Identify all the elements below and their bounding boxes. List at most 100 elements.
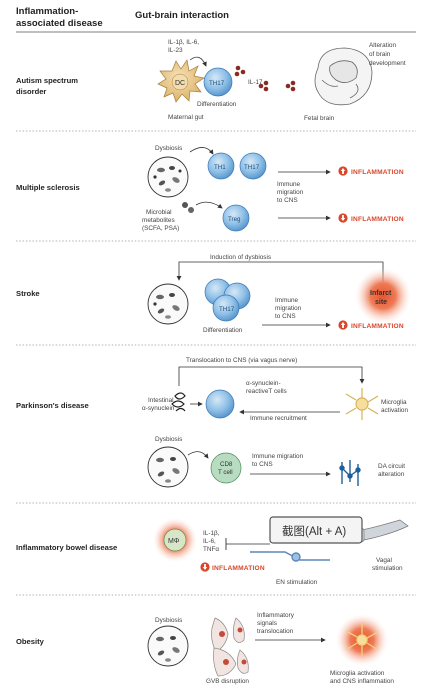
parkinsons-dysbiosis: Dysbiosis [155, 436, 182, 443]
microglia-cell [345, 388, 379, 420]
obesity-microglia-line1: Microglia activation [330, 670, 385, 677]
stroke-induction: Induction of dysbiosis [210, 254, 271, 261]
ms-gut [147, 156, 189, 198]
ms-inflammation-down: INFLAMMATION [351, 216, 404, 223]
autism-cytokines-line1: IL-1β, IL-6, [168, 39, 199, 46]
parkinsons-da-line2: alteration [378, 471, 405, 478]
autism-th17-label: TH17 [209, 80, 225, 87]
parkinsons-migration-line2: to CNS [252, 461, 273, 468]
ibd-disease: Inflammatory bowel disease [16, 543, 117, 552]
obesity-signals-line2: signals [257, 620, 277, 627]
autism-cytokines-line2: IL-23 [168, 47, 183, 54]
ms-disease: Multiple sclerosis [16, 183, 80, 192]
section-dividers [16, 130, 416, 596]
obesity-dysbiosis: Dysbiosis [155, 617, 182, 624]
autism-differentiation: Differentiation [197, 101, 237, 108]
parkinsons-gut [147, 446, 189, 488]
gut-vascular-barrier-right [232, 617, 249, 674]
obesity-gvb: GVB disruption [206, 678, 249, 685]
parkinsons-da-line1: DA circuit [378, 463, 405, 470]
autism-il17: IL-17 [248, 79, 263, 86]
parkinsons-intestinal-line1: Intestinal [148, 397, 174, 404]
ms-th1-label: TH1 [214, 164, 226, 171]
th17-cell: TH17 [203, 67, 233, 97]
section-ms: Multiple sclerosis Dysbiosis TH1 TH17 Tr… [16, 145, 404, 232]
ms-arrow-top [189, 147, 214, 155]
autism-alteration-line2: of brain [369, 51, 391, 58]
stroke-induction-arrow [176, 261, 384, 282]
ms-migration-line3: to CNS [277, 197, 298, 204]
parkinsons-translocation-arrow [178, 366, 365, 386]
stroke-disease: Stroke [16, 289, 40, 298]
ms-th1-cell: TH1 [207, 152, 235, 180]
ms-arrow-bottom [195, 201, 223, 209]
stroke-th17-label: TH17 [219, 306, 235, 313]
obesity-gut [147, 625, 189, 667]
ibd-down-icon [200, 562, 210, 572]
infarct-line1: Infarct [370, 290, 392, 297]
ibd-cyto-line2: IL-6, [203, 538, 216, 545]
ms-down-icon [338, 213, 348, 223]
ibd-cyto-line3: TNFα [203, 546, 219, 553]
header-disease-line2: associated disease [16, 18, 103, 29]
stroke-cell-cluster: TH17 [204, 278, 251, 322]
autism-fetal-brain: Fetal brain [304, 115, 335, 122]
screenshot-overlay[interactable]: 截图(Alt + A) [269, 516, 363, 544]
autism-alteration-line3: development [369, 60, 406, 67]
ms-treg-cell: Treg [222, 204, 250, 232]
section-parkinsons: Parkinson's disease Translocation to CNS… [16, 357, 408, 488]
parkinsons-disease: Parkinson's disease [16, 401, 89, 410]
ms-migration-line2: migration [277, 189, 304, 196]
ms-treg-label: Treg [228, 216, 241, 223]
autism-disease-line1: Autism spectrum [16, 76, 78, 85]
ibd-mphi: MΦ [168, 538, 180, 545]
arrow-cytokines [189, 56, 207, 67]
obesity-microglia-line2: and CNS inflammation [330, 678, 394, 685]
parkinsons-translocation: Translocation to CNS (via vagus nerve) [186, 357, 297, 364]
obesity-signals-line3: translocation [257, 628, 294, 635]
header: Inflammation- associated disease Gut-bra… [16, 6, 416, 33]
section-obesity: Obesity Dysbiosis GVB disruption Inflamm… [16, 612, 394, 685]
dc-label: DC [175, 80, 185, 87]
stroke-gut [147, 283, 189, 325]
ms-th17-label: TH17 [244, 164, 260, 171]
il17-molecules [234, 65, 296, 92]
parkinsons-arrow-cd8 [187, 451, 209, 459]
ms-dysbiosis: Dysbiosis [155, 145, 182, 152]
parkinsons-microglia-line2: activation [381, 407, 408, 414]
ms-metabolites-line3: (SCFA, PSA) [142, 225, 179, 232]
stroke-migration-line2: migration [275, 305, 302, 312]
section-stroke: Stroke Induction of dysbiosis TH17 Diffe… [16, 254, 411, 334]
stroke-migration-line1: Immune [275, 297, 299, 304]
parkinsons-recruitment: Immune recruitment [250, 415, 307, 422]
ms-migration-line1: Immune [277, 181, 301, 188]
parkinsons-reactive-line2: reactiveT cells [246, 388, 287, 395]
infarct-line2: site [375, 299, 387, 306]
ibd-vagal-line2: stimulation [372, 565, 403, 572]
stroke-migration-line3: to CNS [275, 313, 296, 320]
parkinsons-microglia-line1: Microglia [381, 399, 407, 406]
ibd-cyto-line1: IL-1β, [203, 530, 220, 537]
cd8-line2: T cell [218, 469, 233, 476]
obesity-signals-line1: Inflammatory [257, 612, 295, 619]
section-autism: Autism spectrum disorder IL-1β, IL-6, IL… [16, 39, 406, 122]
ibd-en: EN stimulation [276, 579, 318, 586]
infarct-site: Infarct site [355, 268, 411, 324]
obesity-disease: Obesity [16, 637, 45, 646]
header-disease-line1: Inflammation- [16, 6, 78, 17]
fetal-brain [314, 47, 373, 106]
header-interaction: Gut-brain interaction [135, 10, 229, 21]
cd8-line1: CD8 [220, 461, 233, 468]
parkinsons-reactive-line1: α-synuclein- [246, 380, 281, 387]
alpha-synuclein-icon [171, 392, 186, 412]
parkinsons-intestinal-line2: α-synuclein [142, 405, 175, 412]
parkinsons-migration-line1: Immune migration [252, 453, 304, 460]
ms-metabolite-2 [188, 207, 194, 213]
ms-metabolite-1 [182, 202, 188, 208]
cd8-t-cell: CD8 T cell [210, 452, 242, 484]
obesity-microglia [336, 614, 388, 666]
dendritic-cell: DC [157, 59, 205, 103]
ms-metabolites-line1: Microbial [146, 209, 172, 216]
ms-th17-cell: TH17 [239, 152, 267, 180]
